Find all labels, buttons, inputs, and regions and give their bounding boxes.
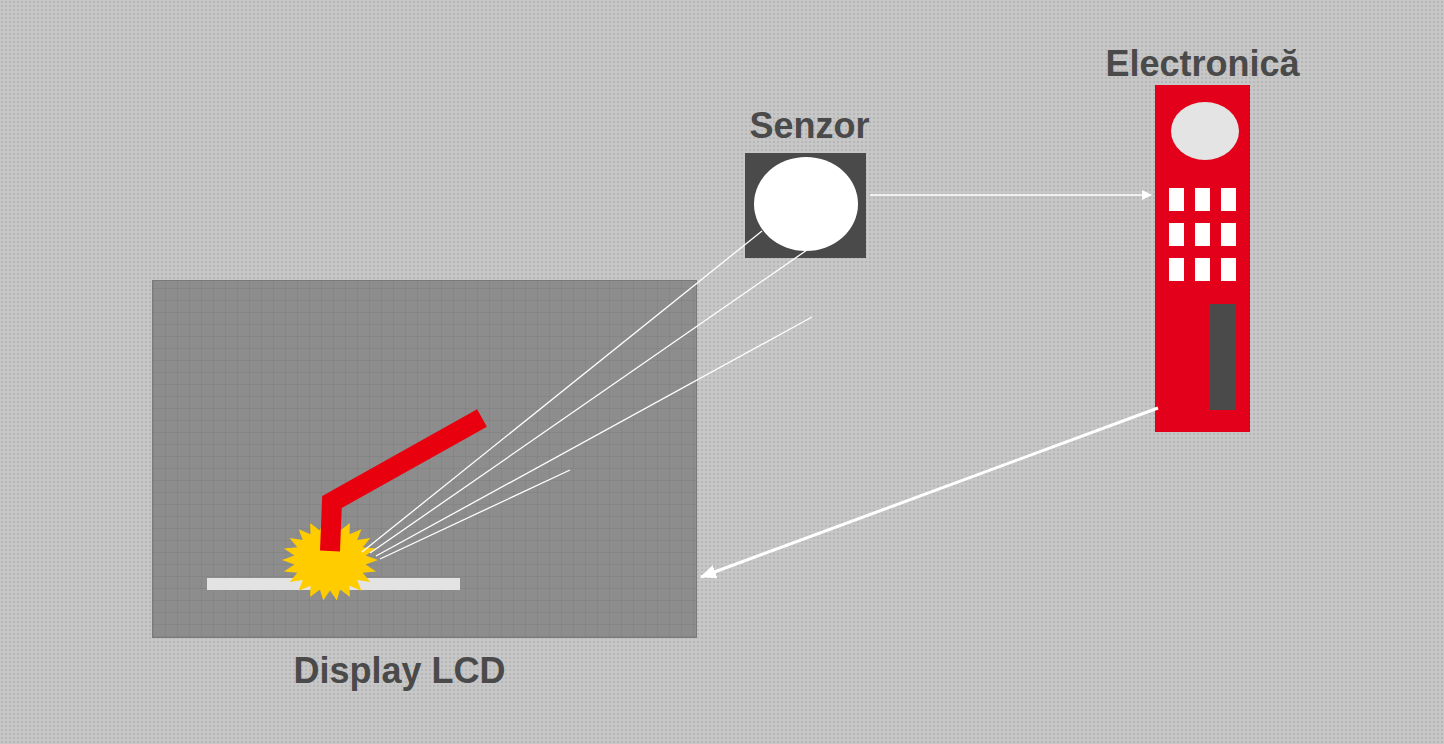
workpiece [207, 578, 460, 590]
electronics-keys [1169, 188, 1236, 281]
node-label: Electronică [1105, 42, 1299, 85]
electronics-slot [1209, 304, 1236, 410]
light-rays [362, 231, 812, 559]
weld-spark [282, 520, 378, 601]
electronics-dial [1171, 102, 1239, 160]
signal-arrow [870, 194, 1151, 196]
node-label: Display LCD [293, 649, 505, 692]
lcd-display: Display LCD [152, 280, 697, 638]
sensor-lens [754, 157, 858, 251]
signal-arrow [701, 408, 1158, 577]
electronics-unit: Electronică [1155, 85, 1250, 432]
welding-torch [330, 418, 482, 551]
sensor-box: Senzor [745, 153, 866, 258]
node-label: Senzor [749, 104, 869, 147]
